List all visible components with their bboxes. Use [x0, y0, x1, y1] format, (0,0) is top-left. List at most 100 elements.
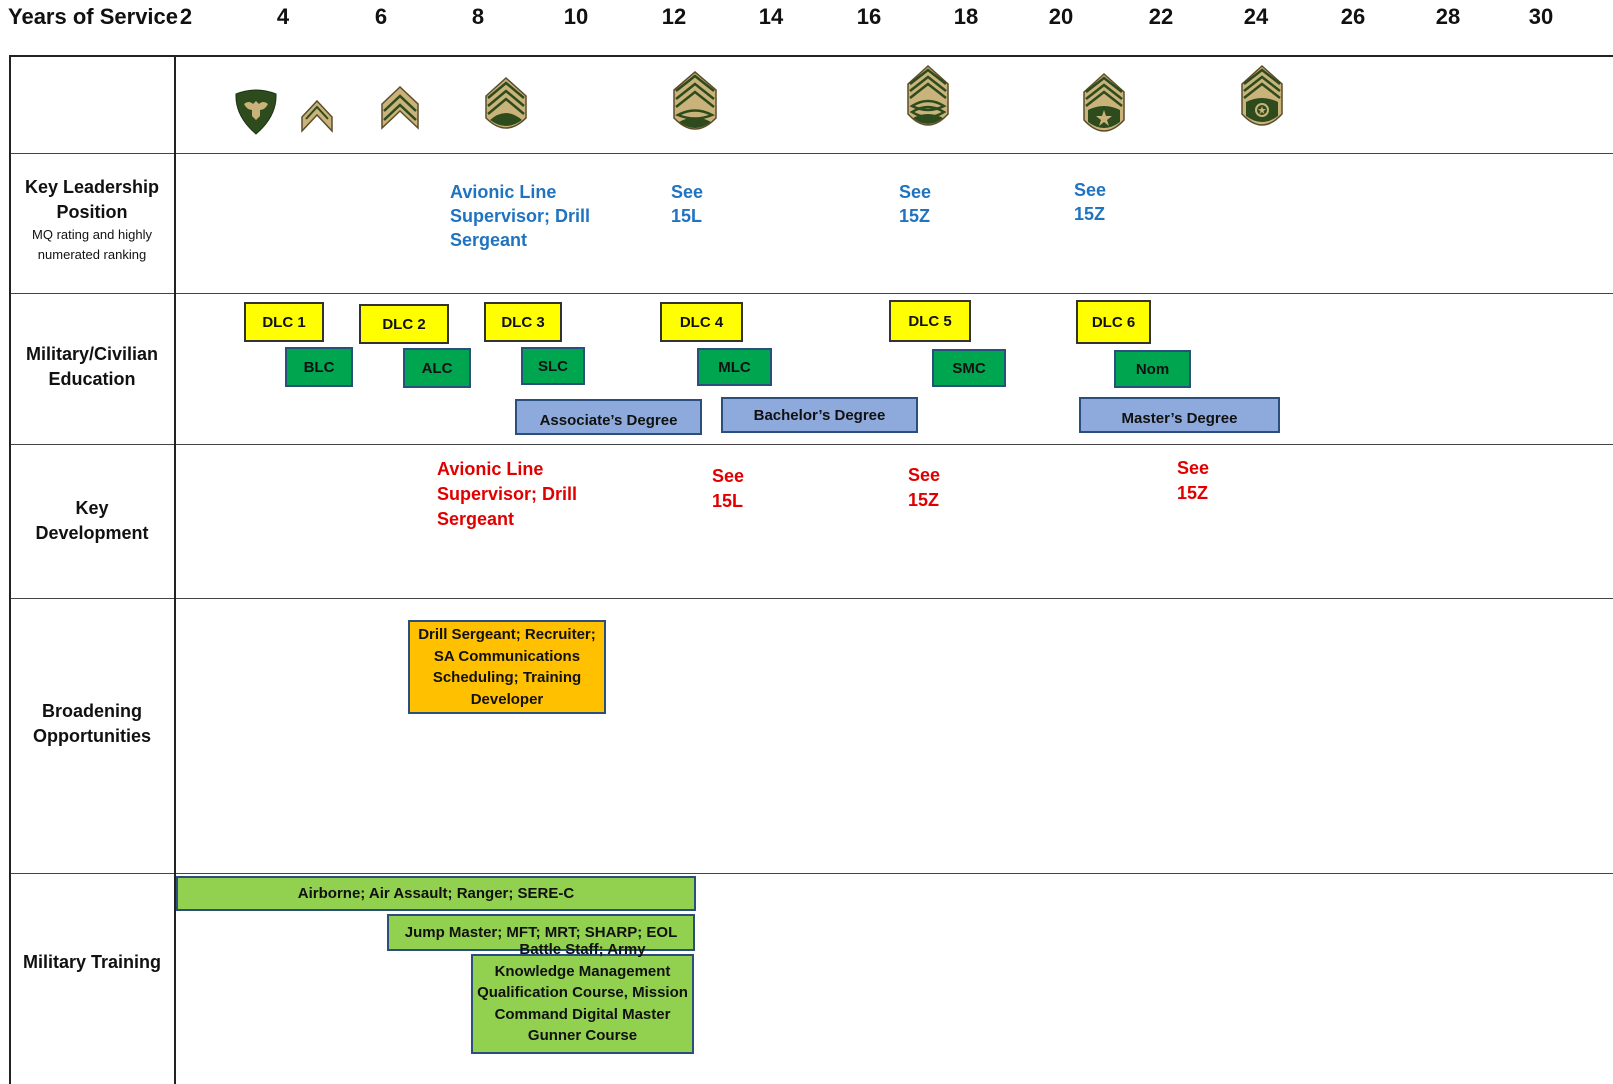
- year-tick: 24: [1243, 4, 1269, 29]
- row-divider: [9, 873, 1613, 874]
- training-box: Airborne; Air Assault; Ranger; SERE-C: [176, 876, 696, 911]
- training-line: Qualification Course, Mission: [477, 984, 688, 1002]
- leadership-item-line: 15Z: [899, 206, 931, 226]
- training-line: Command Digital Master: [494, 1005, 671, 1023]
- sfc-icon: [673, 71, 717, 130]
- row-label-development: Key Development: [9, 494, 175, 548]
- row-label-line: Military Training: [22, 951, 162, 972]
- training-box: Jump Master; MFT; MRT; SHARP; EOL: [387, 914, 695, 951]
- course-box: ALC: [403, 348, 471, 388]
- year-tick: 16: [856, 4, 882, 29]
- course-box: BLC: [285, 347, 353, 387]
- development-item-line: Avionic Line: [437, 459, 544, 479]
- row-label-line: Key: [75, 498, 109, 518]
- dlc-box: DLC 1: [244, 302, 324, 342]
- development-item: See 15L: [712, 464, 744, 514]
- sgt-icon: [381, 85, 419, 130]
- development-item-line: See: [908, 465, 941, 485]
- row-label-training: Military Training: [9, 948, 175, 976]
- years-of-service-label: Years of Service: [8, 4, 179, 29]
- year-tick: 30: [1528, 4, 1554, 29]
- row-label-line: Position: [56, 202, 128, 222]
- leadership-item-line: Avionic Line: [450, 182, 557, 202]
- ssg-icon: [485, 76, 527, 129]
- broadening-line: Drill Sergeant; Recruiter;: [418, 626, 596, 643]
- development-item-line: See: [712, 466, 745, 486]
- year-tick: 26: [1340, 4, 1366, 29]
- broadening-box: Drill Sergeant; Recruiter; SA Communicat…: [408, 620, 606, 714]
- row-label-broadening: Broadening Opportunities: [9, 697, 175, 751]
- row-label-line: Opportunities: [33, 726, 151, 746]
- year-tick: 20: [1048, 4, 1074, 29]
- degree-box: Master’s Degree: [1079, 397, 1280, 433]
- row-divider: [9, 293, 1613, 294]
- spc-icon: [235, 89, 277, 135]
- training-line: Knowledge Management: [494, 962, 671, 980]
- sgm-icon: [1083, 72, 1125, 132]
- leadership-item-line: Sergeant: [450, 230, 528, 250]
- year-tick: 28: [1435, 4, 1461, 29]
- leadership-item-line: See: [671, 182, 704, 202]
- year-tick: 4: [276, 4, 290, 29]
- leadership-item: See 15L: [671, 180, 703, 228]
- year-tick: 10: [563, 4, 589, 29]
- development-item-line: See: [1177, 458, 1210, 478]
- training-line: Gunner Course: [527, 1027, 638, 1045]
- development-item-line: 15L: [712, 491, 744, 511]
- leadership-item: See 15Z: [1074, 178, 1106, 226]
- development-item: See 15Z: [1177, 456, 1209, 506]
- msg-icon: [907, 64, 949, 126]
- degree-box: Associate’s Degree: [515, 399, 702, 435]
- course-box: SMC: [932, 349, 1006, 387]
- year-tick: 18: [953, 4, 979, 29]
- leadership-item: See 15Z: [899, 180, 931, 228]
- row-divider: [9, 444, 1613, 445]
- csm-icon: [1241, 64, 1283, 126]
- year-tick: 22: [1148, 4, 1174, 29]
- dlc-box: DLC 6: [1076, 300, 1151, 344]
- year-tick: 12: [661, 4, 687, 29]
- leadership-item-line: 15Z: [1074, 204, 1106, 224]
- course-box: Nom: [1114, 350, 1191, 388]
- row-label-line: Military/Civilian: [25, 344, 159, 364]
- dlc-box: DLC 2: [359, 304, 449, 344]
- development-item: Avionic Line Supervisor; Drill Sergeant: [437, 457, 577, 532]
- row-label-line: Education: [48, 369, 136, 389]
- leadership-item: Avionic Line Supervisor; Drill Sergeant: [450, 180, 590, 252]
- row-label-sub: MQ rating and highly: [32, 227, 152, 242]
- leadership-item-line: See: [899, 182, 932, 202]
- table-top-border: [9, 55, 1613, 57]
- year-tick: 8: [471, 4, 485, 29]
- leadership-item-line: See: [1074, 180, 1107, 200]
- broadening-line: Developer: [470, 690, 544, 708]
- year-tick: 14: [758, 4, 784, 29]
- table-left-border: [9, 55, 11, 1084]
- dlc-box: DLC 4: [660, 302, 743, 342]
- row-divider: [9, 153, 1613, 154]
- year-tick: 2: [179, 4, 193, 29]
- course-box: MLC: [697, 348, 772, 386]
- development-item: See 15Z: [908, 463, 940, 513]
- degree-box: Bachelor’s Degree: [721, 397, 918, 433]
- dlc-box: DLC 5: [889, 300, 971, 342]
- development-item-line: 15Z: [908, 490, 940, 510]
- row-label-line: Development: [35, 523, 149, 543]
- label-column-divider: [174, 55, 176, 1084]
- row-label-education: Military/Civilian Education: [9, 340, 175, 394]
- cpl-icon: [301, 99, 333, 133]
- leadership-item-line: Supervisor; Drill: [450, 206, 591, 226]
- training-line: Battle Staff; Army: [519, 941, 646, 959]
- year-tick: 6: [374, 4, 388, 29]
- course-box: SLC: [521, 347, 585, 385]
- row-label-leadership: Key Leadership Position MQ rating and hi…: [9, 175, 175, 275]
- leadership-item-line: 15L: [671, 206, 703, 226]
- development-item-line: Supervisor; Drill: [437, 484, 578, 504]
- broadening-line: Scheduling; Training: [432, 669, 582, 686]
- development-item-line: 15Z: [1177, 483, 1209, 503]
- row-label-line: Broadening: [41, 701, 142, 721]
- row-label-sub: numerated ranking: [37, 247, 147, 262]
- row-divider: [9, 598, 1613, 599]
- row-label-line: Key Leadership: [24, 177, 160, 197]
- training-box: Battle Staff; Army Knowledge Management …: [471, 941, 694, 1054]
- development-item-line: Sergeant: [437, 509, 515, 529]
